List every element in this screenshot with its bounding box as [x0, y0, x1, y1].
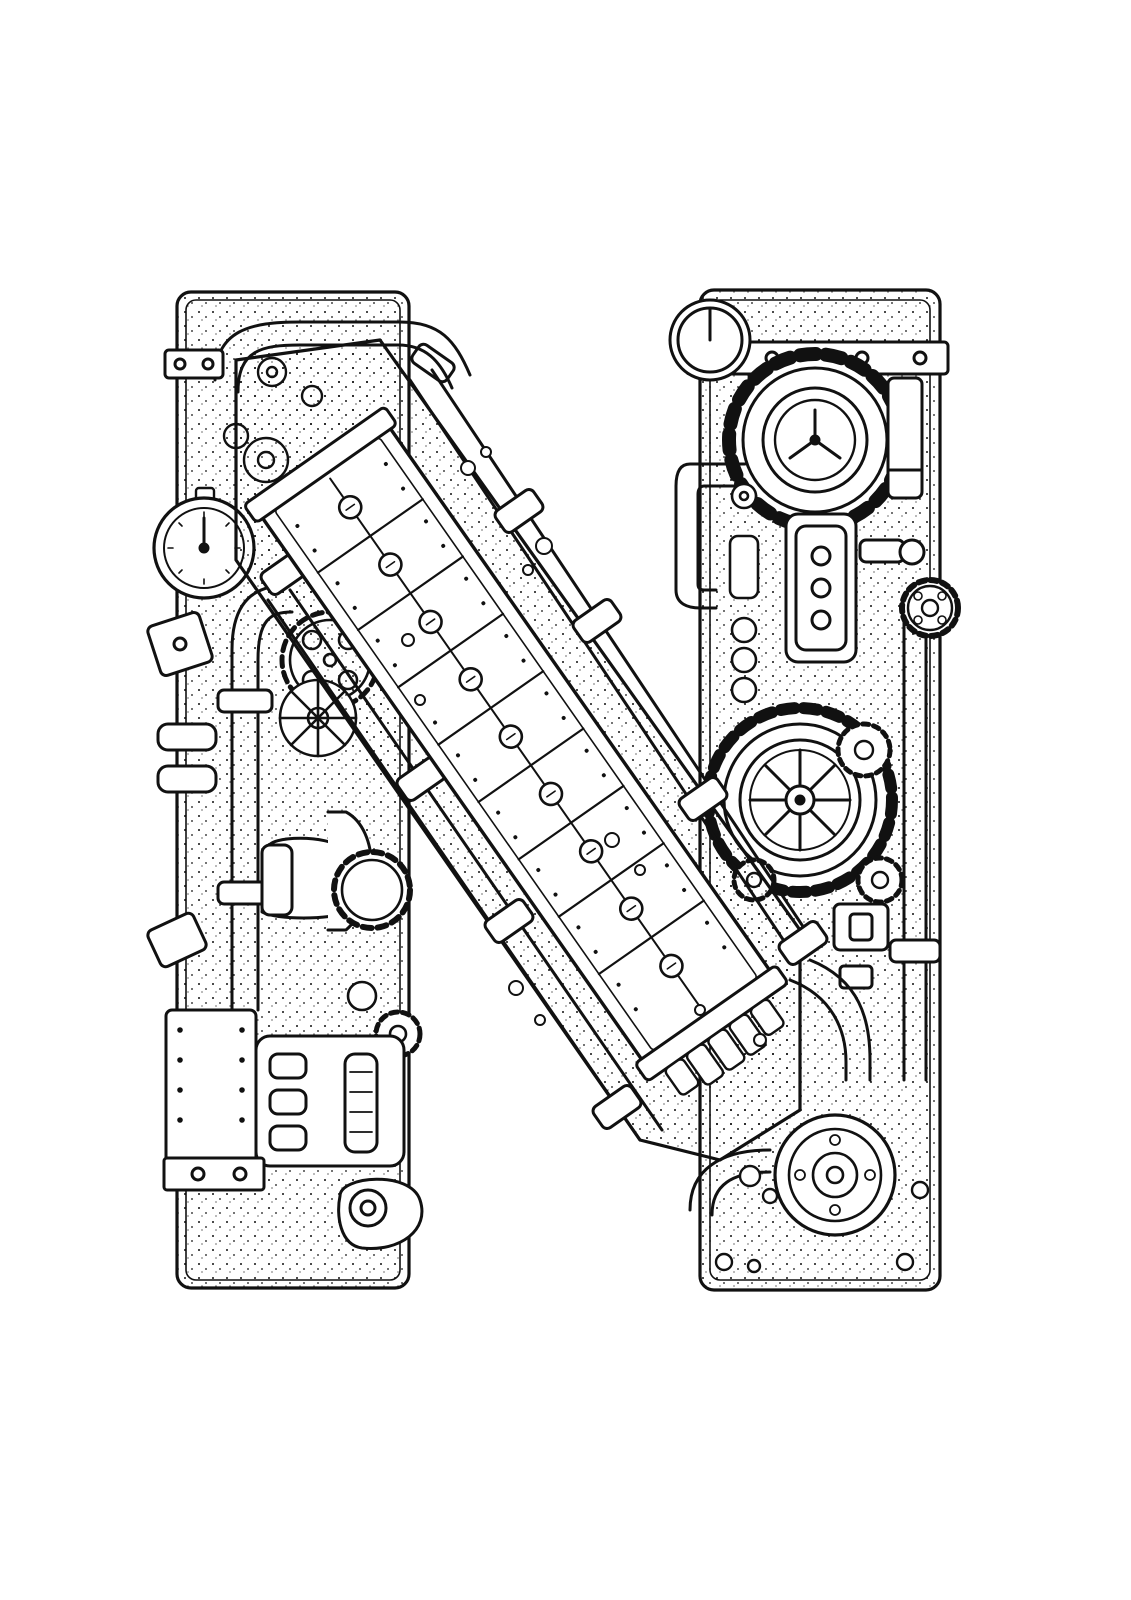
- bolt-tab: [146, 610, 218, 969]
- pressure-gauge: [668, 298, 752, 382]
- clamp: [259, 488, 829, 1130]
- bolt-plate: [163, 348, 225, 380]
- valve: [728, 482, 760, 704]
- pressure-gauge: [152, 486, 256, 600]
- pipe: [674, 462, 747, 610]
- valve: [773, 1113, 897, 1237]
- gear: [899, 577, 961, 639]
- latch: [832, 902, 890, 990]
- rivet: [714, 1164, 930, 1274]
- control-panel: [784, 512, 926, 664]
- diagonal-bar: [234, 338, 829, 1162]
- valve: [337, 1177, 424, 1250]
- pipe: [266, 368, 814, 1142]
- control-panel: [164, 1008, 406, 1182]
- pipe: [886, 376, 942, 1082]
- riveted-plate: [244, 406, 788, 1096]
- bubble: [401, 446, 767, 1047]
- bolt-plate: [162, 1156, 266, 1192]
